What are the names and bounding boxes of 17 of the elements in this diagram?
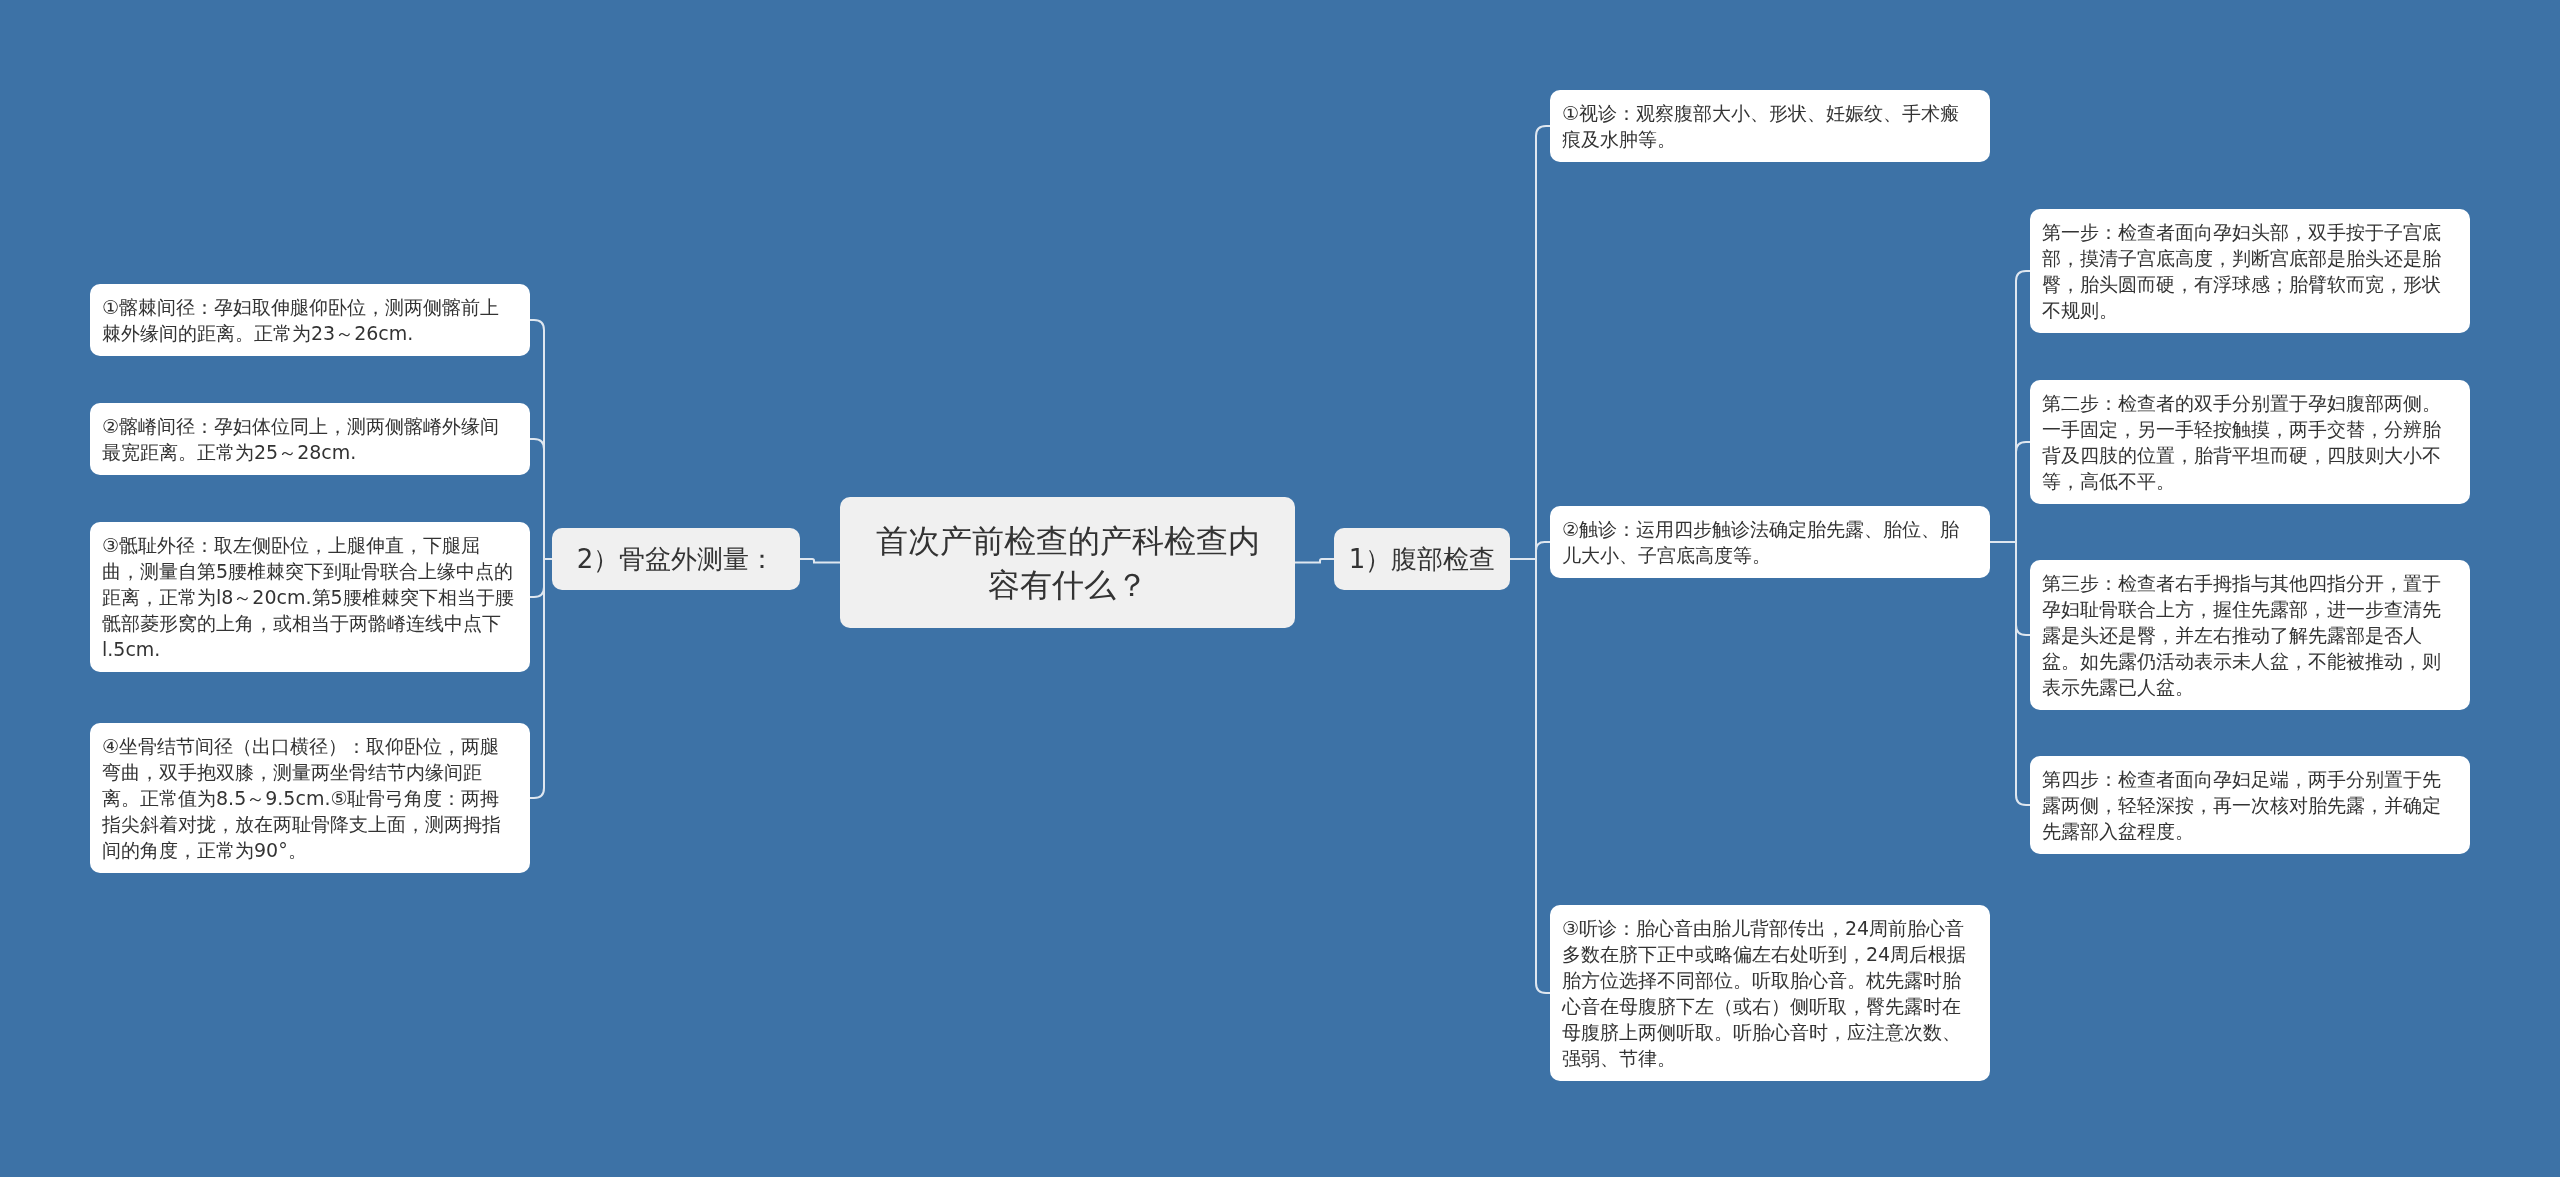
text-box: 第二步：检查者的双手分别置于孕妇腹部两侧。一手固定，另一手轻按触摸，两手交替，分辨胎背及四肢的位置，胎背平坦而硬，四肢则大小不等，高低不平。 (2030, 380, 2470, 504)
text-box: 第一步：检查者面向孕妇头部，双手按于子宫底部，摸清子宫底高度，判断宫底部是胎头还是胎臀，胎头圆而硬，有浮球感；胎臂软而宽，形状不规则。 (2030, 209, 2470, 333)
text-box: 第三步：检查者右手拇指与其他四指分开，置于孕妇耻骨联合上方，握住先露部，进一步查清先露是头还是臀，并左右推动了解先露部是否人盆。如先露仍活动表示未人盆，不能被推动，则表示先露已人盆。 (2030, 560, 2470, 710)
branch-box: 2）骨盆外测量： (552, 528, 800, 590)
text-box: ②触诊：运用四步触诊法确定胎先露、胎位、胎儿大小、子宫底高度等。 (1550, 506, 1990, 578)
connector-line (1294, 558, 1335, 564)
connector-line (1989, 541, 2031, 806)
topic-box: 首次产前检查的产科检查内容有什么？ (840, 497, 1295, 628)
text-box: 第四步：检查者面向孕妇足端，两手分别置于先露两侧，轻轻深按，再一次核对胎先露，并确定先露部入盆程度。 (2030, 756, 2470, 854)
text-box: ①髂棘间径：孕妇取伸腿仰卧位，测两侧髂前上棘外缘间的距离。正常为23～26cm. (90, 284, 530, 356)
branch-box: 1）腹部检查 (1334, 528, 1510, 590)
text-box: ①视诊：观察腹部大小、形状、妊娠纹、手术瘢痕及水肿等。 (1550, 90, 1990, 162)
text-box: ③听诊：胎心音由胎儿背部传出，24周前胎心音多数在脐下正中或略偏左右处听到，24周后根据胎方位选择不同部位。听取胎心音。枕先露时胎心音在母腹脐下左（或右）侧听取，臀先露时在母腹脐上两侧听取。听胎心音时，应注意次数、强弱、节律。 (1550, 905, 1990, 1081)
connector-line (799, 558, 841, 564)
text-box: ③骶耻外径：取左侧卧位，上腿伸直，下腿屈曲，测量自第5腰椎棘突下到耻骨联合上缘中点的距离，正常为l8～20cm.第5腰椎棘突下相当于腰骶部菱形窝的上角，或相当于两骼嵴连线中点下l.5cm. (90, 522, 530, 672)
text-box: ④坐骨结节间径（出口横径）：取仰卧位，两腿弯曲，双手抱双膝，测量两坐骨结节内缘间距离。正常值为8.5～9.5cm.⑤耻骨弓角度：两拇指尖斜着对拢，放在两耻骨降支上面，测两拇指间的角度，正常为90°。 (90, 723, 530, 873)
text-box: ②髂嵴间径：孕妇体位同上，测两侧髂嵴外缘间最宽距离。正常为25～28cm. (90, 403, 530, 475)
